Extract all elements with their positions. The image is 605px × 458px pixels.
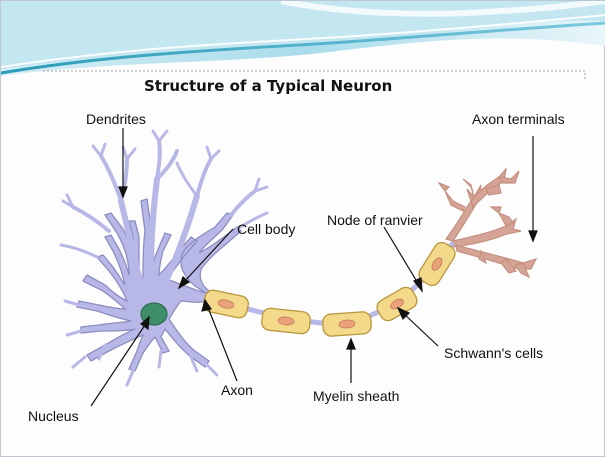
label-schwanns-cells: Schwann's cells [444, 345, 543, 361]
label-node-of-ranvier: Node of ranvier [327, 212, 423, 228]
label-cell-body: Cell body [237, 221, 295, 237]
label-axon: Axon [221, 382, 253, 398]
label-myelin-sheath: Myelin sheath [313, 388, 399, 404]
diagram-title: Structure of a Typical Neuron [144, 77, 392, 95]
label-nucleus: Nucleus [28, 408, 79, 424]
label-axon-terminals: Axon terminals [472, 111, 565, 127]
axon-terminals [439, 169, 536, 277]
cell-body-and-dendrites [61, 131, 267, 385]
label-dendrites: Dendrites [86, 111, 146, 127]
